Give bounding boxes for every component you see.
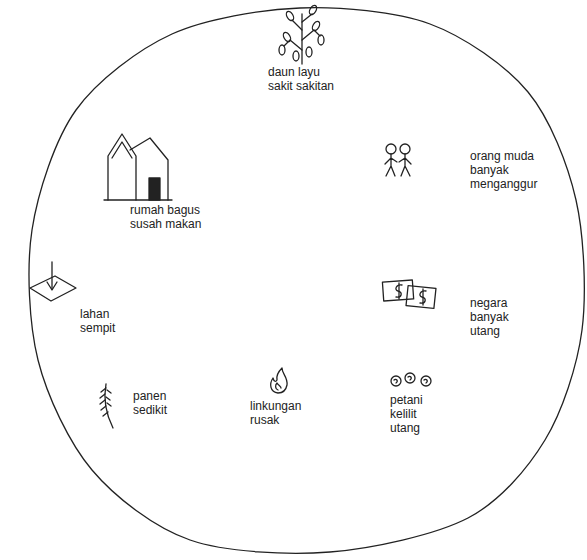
problem-label: rumah bagus susah makan [130,204,208,232]
money-icon [382,280,436,308]
house-icon [104,134,172,200]
rice-stalk-icon [100,384,113,428]
problem-label: lahan sempit [80,308,126,336]
problem-label: linkungan rusak [250,400,314,428]
problem-label: petani kelilit utang [390,394,436,435]
people-icon [385,144,411,176]
problem-label: negara banyak utang [470,297,522,338]
circle-outline-path [29,8,584,554]
problem-label: orang muda banyak menganggur [470,150,542,191]
problem-label: panen sedikit [133,390,183,418]
land-plot-icon [30,262,76,301]
coins-icon [391,373,431,386]
fire-icon [271,368,287,393]
problem-label: daun layu sakit sakitan [268,66,346,94]
wilted-plant-icon [279,4,324,64]
